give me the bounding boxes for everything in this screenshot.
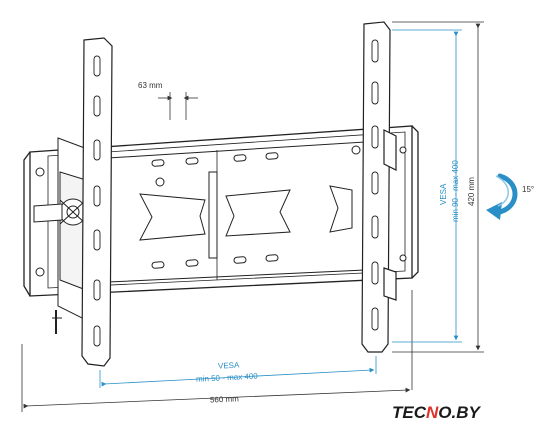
svg-text:TECNO.BY: TECNO.BY <box>392 403 482 422</box>
vesa-vertical-dimension <box>392 29 462 343</box>
brand-logo: TECNO.BY <box>392 403 482 422</box>
left-tilt-bracket <box>33 137 91 334</box>
width-dimension <box>21 290 413 412</box>
vesa-vertical-range: min 90 - max 400 <box>451 160 460 222</box>
tilt-angle-label: 15° <box>522 185 534 194</box>
vesa-vertical-title: VESA <box>439 183 448 205</box>
logo-text-accent: N <box>426 403 439 422</box>
width-dimension-label: 560 mm <box>210 394 240 404</box>
height-dimension <box>392 21 484 353</box>
gap-dimension <box>158 92 198 120</box>
vesa-horizontal-range: min 50 - max 400 <box>196 372 259 384</box>
height-dimension-label: 420 mm <box>467 177 476 206</box>
right-vertical-arm <box>361 21 397 353</box>
tilt-arrow-icon <box>486 173 518 220</box>
logo-text-dark: TEC <box>392 403 427 422</box>
vesa-horizontal-title: VESA <box>218 360 240 370</box>
left-vertical-arm <box>81 37 113 367</box>
center-plate <box>35 141 407 283</box>
gap-dimension-label: 63 mm <box>138 81 163 90</box>
vesa-horizontal-dimension <box>99 356 377 388</box>
logo-text-rest: O.BY <box>438 403 481 422</box>
